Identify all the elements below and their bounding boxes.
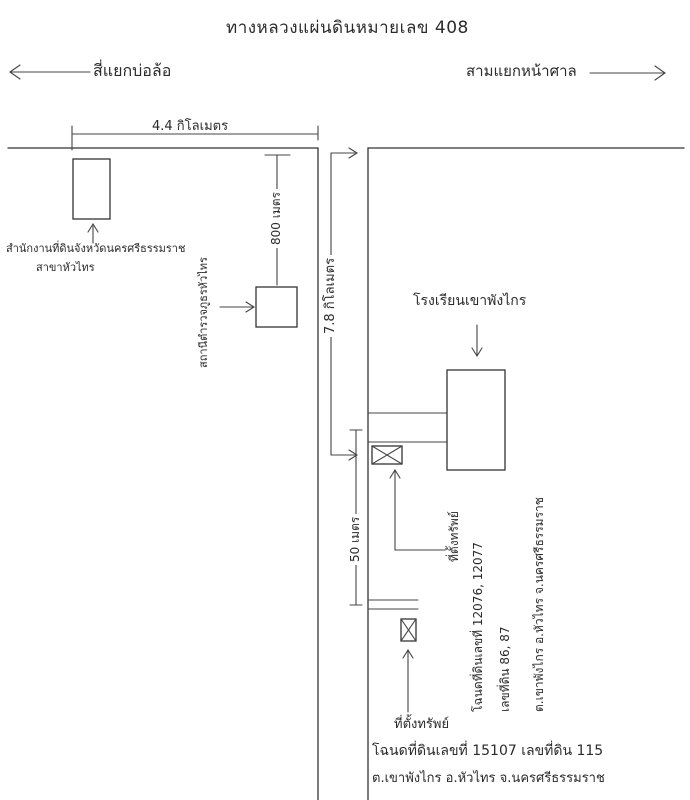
police-station-label: สถานีตำรวจภูธรหัวไทร	[197, 257, 210, 368]
plot-b-deed-line: โฉนดที่ดินเลขที่ 15107 เลขที่ดิน 115	[372, 743, 604, 759]
map-title: ทางหลวงแผ่นดินหมายเลข 408	[226, 18, 469, 38]
plot-a-parcel-line: เลขที่ดิน 86, 87	[498, 626, 512, 712]
land-office-label-line2: สาขาหัวไทร	[36, 261, 95, 274]
school-label: โรงเรียนเขาพังไกร	[413, 293, 527, 309]
distance-7-8km-top-head	[348, 147, 359, 159]
distance-7-8km-bottom-head	[348, 449, 359, 461]
police-arrow-head	[245, 301, 256, 313]
plot-a-arrow-head	[389, 468, 401, 479]
right-direction-arrow-head	[654, 65, 666, 81]
distance-4-4km-label: 4.4 กิโลเมตร	[150, 119, 231, 134]
school-building	[446, 369, 506, 471]
distance-50m-label: 50 เมตร	[348, 513, 362, 565]
direction-right-label: สามแยกหน้าศาล	[466, 62, 577, 80]
plot-a-address-line: ต.เขาพังไกร อ.หัวไทร จ.นครศรีธรรมราช	[532, 497, 546, 712]
plot-b-label: ที่ตั้งทรัพย์	[394, 717, 450, 732]
school-arrow-head	[471, 347, 483, 358]
plot-a-cross-2	[371, 445, 403, 465]
plot-b-address-line: ต.เขาพังไกร อ.หัวไทร จ.นครศรีธรรมราช	[372, 771, 605, 786]
plot-b-cross-2	[400, 618, 417, 642]
left-direction-arrow-head	[9, 64, 21, 80]
distance-7-8km-label: 7.8 กิโลเมตร	[323, 254, 338, 337]
police-station-building	[255, 286, 298, 328]
land-office-label-line1: สำนักงานที่ดินจังหวัดนครศรีธรรมราช	[6, 242, 186, 255]
plot-a-label: ที่ตั้งทรัพย์	[447, 511, 461, 562]
plot-a-deed-line: โฉนดที่ดินเลขที่ 12076, 12077	[471, 542, 485, 712]
plot-a-arrow	[394, 469, 446, 551]
plot-b-arrow-head	[402, 648, 414, 659]
distance-800m-label: 800 เมตร	[269, 189, 283, 248]
land-office-building	[72, 158, 111, 220]
land-office-arrow-head	[87, 222, 99, 233]
direction-left-label: สี่แยกบ่อล้อ	[93, 61, 172, 80]
